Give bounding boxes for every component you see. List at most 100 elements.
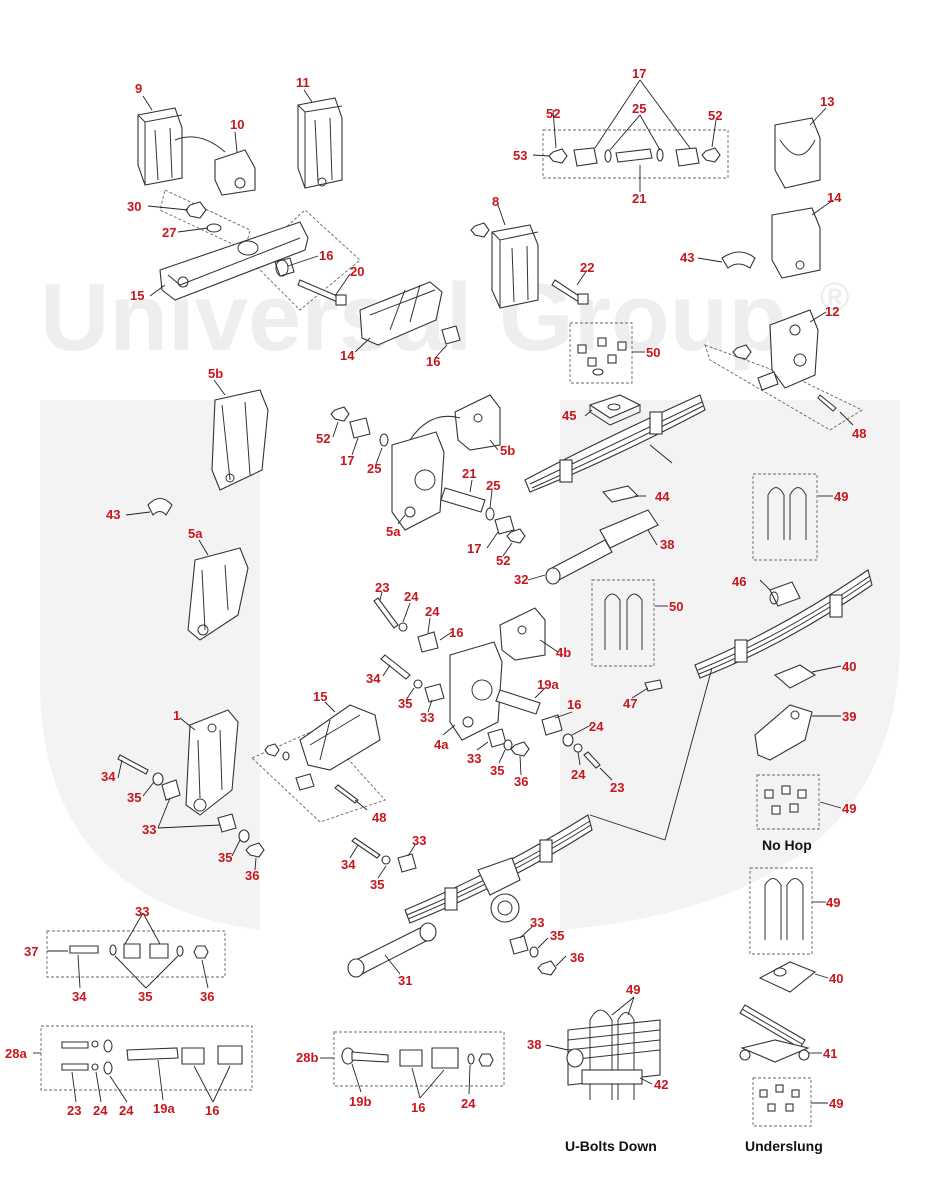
part-40-plate xyxy=(773,664,817,689)
part-5a-hardware xyxy=(330,406,526,544)
group-boxes xyxy=(40,129,863,1127)
watermark-registered-mark: ® xyxy=(820,275,849,319)
label-9: 11 xyxy=(296,75,310,90)
label-36d: 36 xyxy=(200,989,214,1004)
part-46-roller xyxy=(769,581,801,607)
label-4b: 4b xyxy=(556,645,571,660)
label-25b: 24 xyxy=(571,767,586,782)
part-4a-hanger xyxy=(449,641,503,741)
part-7-hanger xyxy=(137,107,183,186)
part-20-bolt xyxy=(297,279,347,306)
part-39-bracket xyxy=(754,704,813,761)
part-lower-hardware-b xyxy=(509,935,557,976)
part-1-bracket xyxy=(185,709,239,816)
part-40-plate-underslung xyxy=(758,961,817,993)
label-39: 39 xyxy=(842,709,856,724)
part-5a-hanger xyxy=(391,431,445,531)
label-28b: 28b xyxy=(296,1050,318,1065)
label-34: 34 xyxy=(101,769,116,784)
label-35e: 35 xyxy=(370,877,384,892)
part-28b-kit xyxy=(341,1047,494,1069)
label-51: 52 xyxy=(546,106,560,121)
label-12: 14 xyxy=(827,190,842,205)
part-3-hanger xyxy=(211,389,269,491)
label-26c: 25 xyxy=(486,478,500,493)
label-8: 10 xyxy=(230,117,244,132)
part-50-kit-top xyxy=(577,337,627,376)
label-35: 35 xyxy=(127,790,141,805)
label-51d: 52 xyxy=(496,553,510,568)
label-49d: 49 xyxy=(826,895,840,910)
label-33e: 33 xyxy=(530,915,544,930)
label-43b: 43 xyxy=(106,507,120,522)
label-37: 37 xyxy=(24,944,38,959)
label-33: 33 xyxy=(142,822,156,837)
caption-ubolts-down: U-Bolts Down xyxy=(565,1138,657,1154)
part-9-hanger xyxy=(297,97,343,189)
label-41: 41 xyxy=(823,1046,837,1061)
label-3: 5b xyxy=(208,366,223,381)
label-24: 24 xyxy=(425,604,440,619)
label-18b: 16 xyxy=(426,354,440,369)
label-48b: 48 xyxy=(372,810,386,825)
label-52: 53 xyxy=(513,148,527,163)
part-13-hardware xyxy=(264,743,359,804)
part-49-nohop-kit xyxy=(764,785,807,815)
caption-no-hop: No Hop xyxy=(762,837,812,853)
label-36: 36 xyxy=(245,868,259,883)
part-53-spring-lower xyxy=(404,814,593,924)
part-10-hardware xyxy=(732,344,837,412)
label-11: 13 xyxy=(820,94,834,109)
label-17c: 17 xyxy=(467,541,481,556)
label-33c: 33 xyxy=(467,751,481,766)
part-15-equalizer xyxy=(159,221,309,301)
part-41-seat xyxy=(739,1039,810,1063)
label-47: 47 xyxy=(623,696,637,711)
label-16: 16 xyxy=(449,625,463,640)
label-16b: 16 xyxy=(567,697,581,712)
part-4a-hardware xyxy=(373,597,601,769)
label-28a: 28a xyxy=(5,1046,27,1061)
label-36b: 36 xyxy=(514,774,528,789)
label-21: 21 xyxy=(632,191,646,206)
label-23b: 23 xyxy=(610,780,624,795)
label-4a: 4a xyxy=(434,737,449,752)
label-17: 17 xyxy=(632,66,646,81)
label-48: 48 xyxy=(852,426,866,441)
label-10: 12 xyxy=(825,304,839,319)
label-31: 31 xyxy=(398,973,412,988)
part-37-kit xyxy=(69,943,209,959)
part-45-saddle xyxy=(588,394,642,426)
part-38-torque-arm xyxy=(545,509,659,585)
label-22: 22 xyxy=(580,260,594,275)
label-1: 1 xyxy=(173,708,180,723)
label-49b: 49 xyxy=(842,801,856,816)
label-14: 14 xyxy=(340,348,355,363)
label-20: 20 xyxy=(350,264,364,279)
label-35d: 35 xyxy=(490,763,504,778)
label-23c: 23 xyxy=(67,1103,81,1118)
label-35f: 35 xyxy=(550,928,564,943)
part-49-kit-underslung xyxy=(759,1084,800,1112)
label-26: 25 xyxy=(632,101,646,116)
part-43-shim-top xyxy=(721,251,756,269)
part-53-spring-right xyxy=(694,569,873,679)
label-33f: 33 xyxy=(135,904,149,919)
label-18: 16 xyxy=(319,248,333,263)
label-24b: 24 xyxy=(589,719,604,734)
label-25d: 24 xyxy=(461,1096,476,1111)
label-16c: 16 xyxy=(205,1103,219,1118)
label-34c: 34 xyxy=(341,857,356,872)
label-30: 30 xyxy=(127,199,141,214)
label-6: 8 xyxy=(492,194,499,209)
label-25: 24 xyxy=(404,589,419,604)
part-6-hanger xyxy=(470,222,539,309)
label-45: 45 xyxy=(562,408,576,423)
label-16d: 16 xyxy=(411,1100,425,1115)
part-28a-kit xyxy=(61,1039,243,1075)
label-25c: 24 xyxy=(93,1103,108,1118)
part-ubolts-down-assembly xyxy=(566,1009,661,1100)
label-17b: 17 xyxy=(340,453,354,468)
part-52-kit xyxy=(548,147,721,167)
label-24c: 24 xyxy=(119,1103,134,1118)
